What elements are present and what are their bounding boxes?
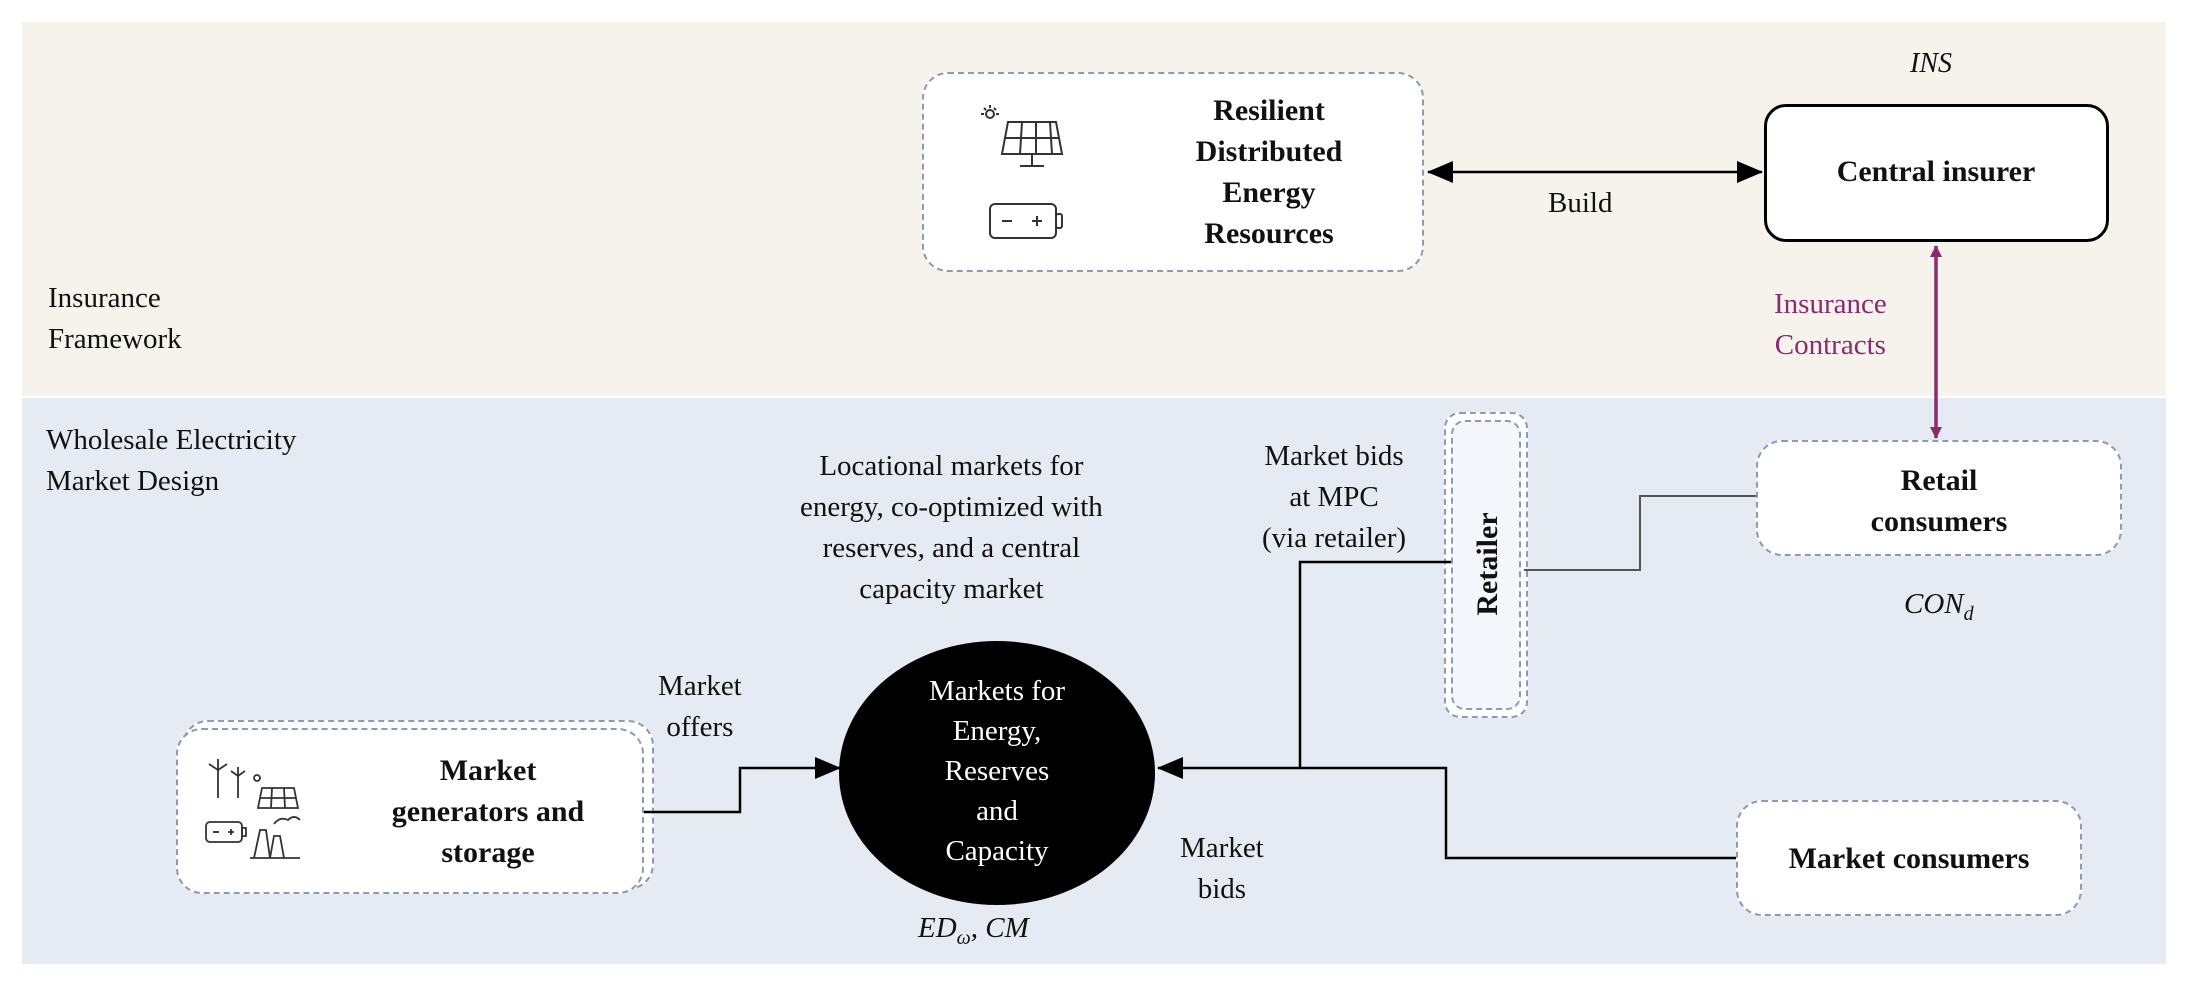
- con-label: CONd: [1904, 588, 1974, 625]
- ins-label: INS: [1910, 48, 1952, 79]
- generation-icons: [205, 759, 301, 859]
- market-offers-arrow: [644, 757, 841, 814]
- retail-to-retailer-line: [1524, 495, 1756, 571]
- central-insurer-label: Central insurer: [1836, 155, 2036, 188]
- ed-cm-label: EDω, CM: [918, 912, 1029, 949]
- wholesale-market-label: Wholesale Electricity Market Design: [46, 424, 297, 497]
- build-label: Build: [1548, 187, 1613, 219]
- solar-panel-icon: [981, 105, 1064, 167]
- insurance-contracts-label: Insurance Contracts: [1774, 288, 1887, 361]
- retail-consumers-box: Retail consumers: [1756, 440, 2122, 556]
- battery-icon: [989, 203, 1063, 239]
- central-insurer-box: Central insurer: [1764, 104, 2109, 242]
- generators-label: Market generators and storage: [391, 754, 585, 869]
- market-bids-mpc-label: Market bids at MPC (via retailer): [1262, 440, 1407, 554]
- market-bids-label: Market bids: [1180, 832, 1264, 905]
- markets-label: Markets for Energy, Reserves and Capacit…: [928, 675, 1066, 867]
- rder-label: Resilient Distributed Energy Resources: [1195, 94, 1343, 250]
- retailer-bids-line: [1298, 560, 1451, 768]
- markets-ellipse: Markets for Energy, Reserves and Capacit…: [839, 641, 1155, 905]
- retail-consumers-label: Retail consumers: [1870, 464, 2008, 538]
- market-consumers-label: Market consumers: [1788, 842, 2030, 875]
- market-consumers-box: Market consumers: [1736, 800, 2082, 916]
- retailer-box[interactable]: Retailer: [1451, 420, 1521, 710]
- locational-markets-annotation: Locational markets for energy, co-optimi…: [800, 450, 1103, 605]
- generators-box: Market generators and storage: [176, 728, 644, 894]
- market-offers-label: Market offers: [658, 670, 742, 743]
- market-bids-arrow: [1157, 757, 1736, 860]
- rder-box: Resilient Distributed Energy Resources: [922, 72, 1424, 272]
- insurance-framework-label: Insurance Framework: [48, 282, 182, 355]
